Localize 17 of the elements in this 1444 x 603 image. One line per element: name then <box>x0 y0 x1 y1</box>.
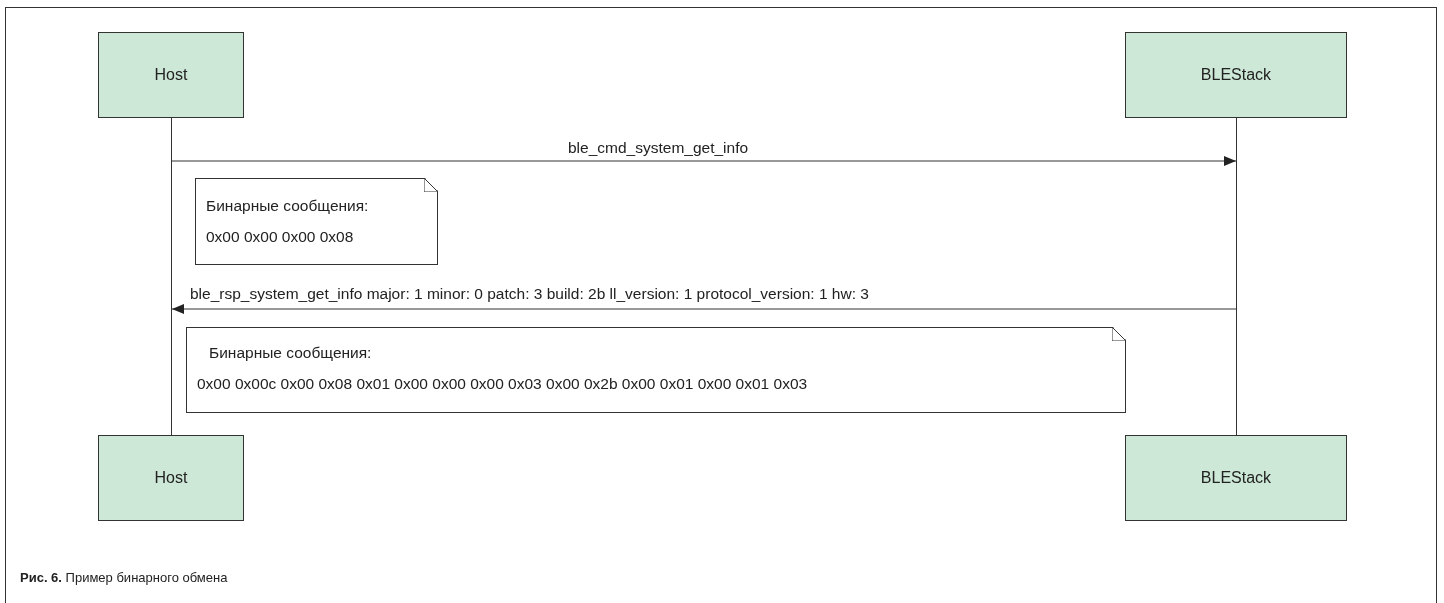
participant-box: Host <box>98 32 244 118</box>
note-box <box>195 178 438 265</box>
note-heading: Бинарные сообщения: <box>206 197 370 215</box>
participant-box: BLEStack <box>1125 32 1347 118</box>
message-arrow <box>171 156 1237 166</box>
participant-box: BLEStack <box>1125 435 1347 521</box>
note-box <box>186 327 1126 413</box>
figure-caption: Рис. 6. Пример бинарного обмена <box>20 570 228 585</box>
lifeline <box>1236 118 1237 435</box>
message-label: ble_rsp_system_get_info major: 1 minor: 0 patch: 3 build: 2b ll_version: 1 protocol_version: 1 hw: 3 <box>190 285 869 303</box>
lifeline <box>171 118 172 435</box>
byte-sequence: 0x00 0x00 0x00 0x08 <box>206 228 355 246</box>
byte-sequence: 0x00 0x00c 0x00 0x08 0x01 0x00 0x00 0x00 0x03 0x00 0x2b 0x00 0x01 0x00 0x01 0x03 <box>197 375 809 393</box>
note-heading: Бинарные сообщения: <box>208 344 373 362</box>
message-arrow <box>171 304 1237 314</box>
message-label: ble_cmd_system_get_info <box>568 139 749 157</box>
participant-box: Host <box>98 435 244 521</box>
